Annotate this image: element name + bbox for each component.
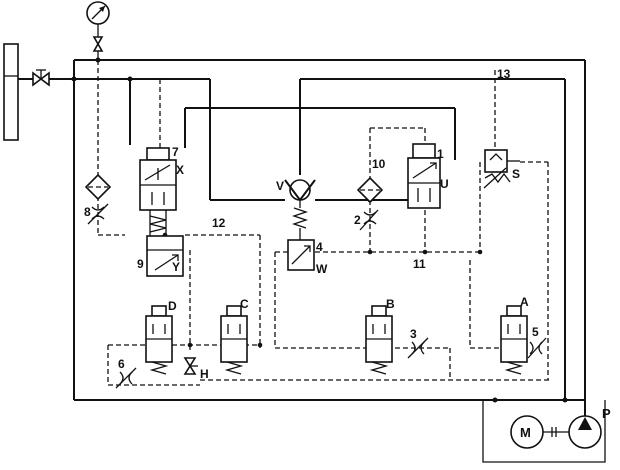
pressure-gauge (86, 1, 110, 63)
valve-d (145, 305, 173, 375)
label-12: 12 (212, 216, 226, 230)
label-8: 8 (84, 205, 91, 219)
label-10: 10 (372, 157, 386, 171)
motor-m (510, 415, 570, 449)
valve-h (183, 357, 198, 375)
filter-left (84, 173, 112, 201)
label-h: H (200, 367, 209, 381)
main-supply-lines (71, 59, 586, 405)
label-v: V (276, 179, 284, 193)
throttle-2 (359, 209, 379, 231)
throttle-8 (87, 203, 109, 225)
label-6: 6 (118, 357, 125, 371)
filter-middle (356, 176, 384, 204)
label-13: 13 (497, 67, 511, 81)
shutoff-valve-cylinder (32, 69, 50, 87)
label-x: X (176, 163, 184, 177)
throttle-3 (407, 337, 429, 359)
label-d: D (168, 299, 177, 313)
label-c: C (240, 297, 249, 311)
valve-a (500, 305, 528, 375)
throttle-5 (527, 337, 547, 359)
label-y: Y (172, 260, 180, 274)
label-1: 1 (437, 147, 444, 161)
throttle-6 (115, 367, 137, 389)
label-a: A (520, 295, 529, 309)
label-m: M (520, 425, 531, 440)
label-u: U (440, 177, 449, 191)
valve-1-u (407, 143, 441, 209)
label-2: 2 (354, 213, 361, 227)
label-p: P (602, 406, 611, 421)
valve-9-y (146, 235, 184, 277)
tank-outline (482, 400, 606, 463)
pressure-valve-s (483, 149, 520, 189)
label-s: S (512, 167, 520, 181)
valve-b (365, 305, 393, 375)
check-valve-v (284, 179, 316, 240)
label-w: W (316, 262, 328, 276)
label-5: 5 (532, 325, 539, 339)
hydraulic-cylinder (3, 43, 74, 141)
label-4: 4 (316, 240, 323, 254)
label-7: 7 (172, 145, 179, 159)
valve-c (220, 305, 248, 375)
label-3: 3 (410, 327, 417, 341)
valve-7-x (139, 147, 177, 236)
label-b: B (386, 297, 395, 311)
valve-4-w (287, 239, 315, 271)
diagram-labels: 13 7 X V 10 1 U S 8 12 2 4 W 9 Y 11 D C … (84, 67, 611, 440)
label-11: 11 (413, 257, 426, 271)
pump-p (568, 405, 602, 449)
label-9: 9 (137, 257, 144, 271)
